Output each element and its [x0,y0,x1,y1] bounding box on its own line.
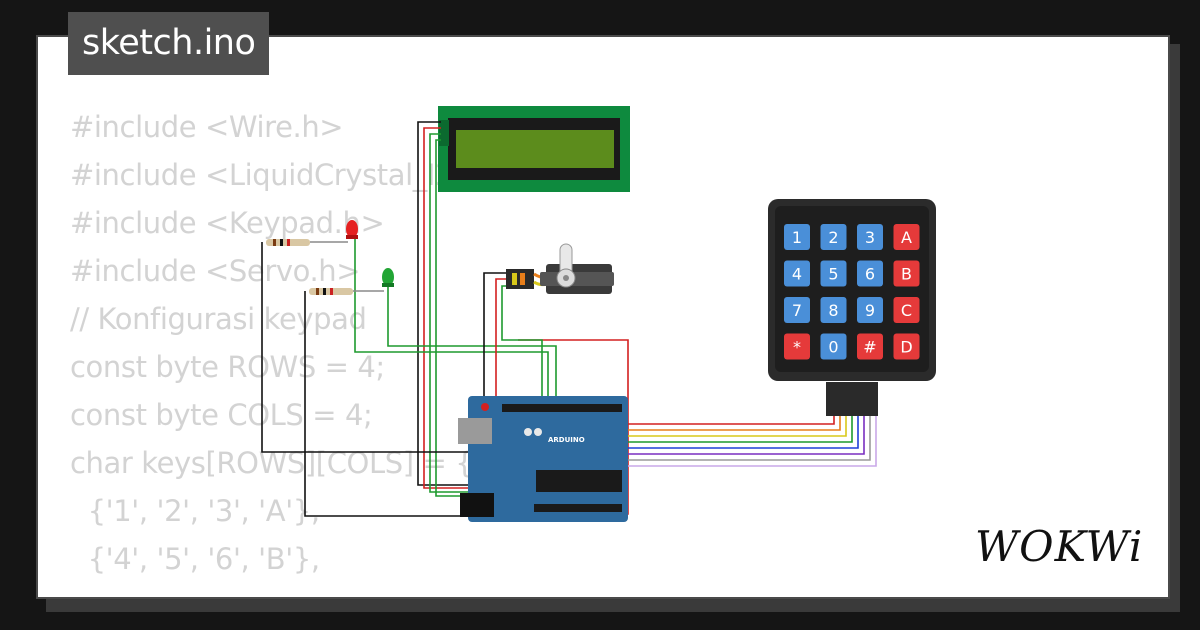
keypad-key-label: 5 [828,265,838,284]
code-line: const byte ROWS = 4; [70,350,385,384]
keypad-key-B[interactable] [893,260,920,287]
code-line: #include <Wire.h> [70,110,344,144]
wire-servo-gnd [483,272,508,398]
red-led[interactable] [346,220,358,238]
keypad-key-label: 7 [792,301,802,320]
keypad-key-label: 3 [865,228,875,247]
keypad-key-label: 0 [828,338,838,357]
keypad-key-C[interactable] [893,297,920,323]
code-line: #include <Servo.h> [70,254,361,288]
keypad-key-label: B [901,265,912,284]
keypad-key-label: 8 [828,301,838,320]
keypad-key-2[interactable] [820,224,847,250]
keypad-key-label: 2 [828,228,838,247]
keypad-key-4[interactable] [784,260,810,287]
green-led[interactable] [382,268,394,286]
lcd-pins [439,120,449,146]
keypad-key-label: 6 [865,265,875,284]
code-preview: #include <Wire.h>#include <LiquidCrystal… [70,103,524,583]
wire-servo-signal [501,285,543,398]
keypad-key-9[interactable] [857,297,883,323]
wire-red-led-signal [354,238,549,398]
keypad-key-label: C [901,301,912,320]
code-line: {'4', '5', '6', 'B'}, [70,542,320,576]
usb-port [458,418,492,444]
file-title: sketch.ino [68,12,270,75]
microcontroller-chip [536,470,622,492]
keypad-key-label: D [900,338,912,357]
power-jack [460,493,494,517]
keypad-key-5[interactable] [820,260,847,287]
keypad-key-label: A [901,228,912,247]
digital-header [502,404,622,412]
board-label: ARDUINO [548,436,585,444]
reset-button[interactable] [481,403,489,411]
red-led-group [266,220,358,246]
keypad-key-6[interactable] [857,260,883,287]
lcd-display[interactable] [438,106,630,192]
code-line: // Konfigurasi keypad [70,302,367,336]
keypad-key-label: 1 [792,228,802,247]
keypad-connector [826,382,878,416]
keypad-key-*[interactable] [784,333,810,360]
keypad-key-7[interactable] [784,297,810,323]
code-line: {'1', '2', '3', 'A'}, [70,494,320,528]
keypad-key-3[interactable] [857,224,883,250]
wokwi-logo: WOKWi [975,522,1144,571]
wire-lcd-vcc [423,127,470,489]
keypad-key-1[interactable] [784,224,810,250]
arduino-uno[interactable]: ARDUINO [458,396,628,522]
wire-keypad-3 [591,404,847,437]
keypad-key-label: * [793,338,801,357]
code-line: const byte COLS = 4; [70,398,373,432]
wire-green-led-gnd [304,291,470,517]
servo-motor[interactable] [506,243,614,294]
keypad-key-A[interactable] [893,224,920,250]
lcd-screen [456,130,614,168]
green-led-group [309,268,394,295]
keypad: 1 2 3 A 4 5 6 B 7 8 9 C * 0 # D [768,199,936,416]
keypad-key-label: # [863,338,876,357]
wire-red-led-gnd [261,242,470,453]
keypad-key-label: 9 [865,301,875,320]
wire-green-led-signal [387,286,557,398]
analog-header [534,504,622,512]
keypad-key-#[interactable] [857,333,883,360]
keypad-key-0[interactable] [820,333,847,360]
keypad-key-label: 4 [792,265,802,284]
keypad-key-D[interactable] [893,333,920,360]
keypad-key-8[interactable] [820,297,847,323]
